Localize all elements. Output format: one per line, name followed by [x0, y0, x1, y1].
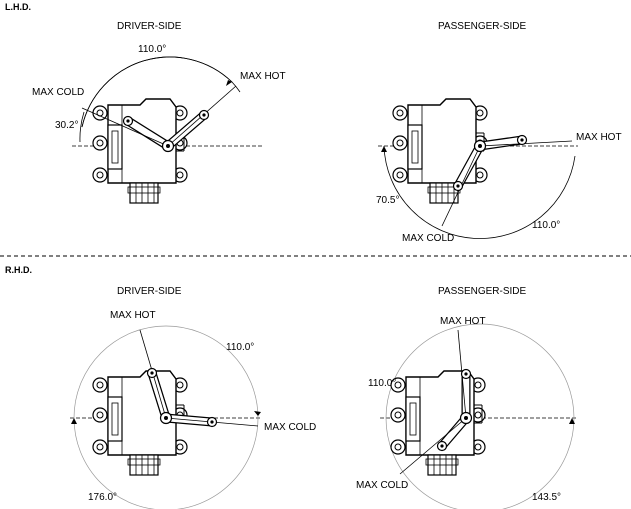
- lhd-passenger-max-hot: MAX HOT: [576, 132, 622, 143]
- lhd-passenger-angle-bottom: 110.0°: [532, 220, 561, 231]
- lhd-driver-title: DRIVER-SIDE: [117, 21, 182, 32]
- rhd-passenger-max-cold: MAX COLD: [356, 480, 409, 491]
- lhd-driver-angle-top: 110.0°: [138, 44, 167, 55]
- rhd-passenger-angle-bottom: 143.5°: [532, 492, 562, 503]
- lhd-section-label: L.H.D.: [5, 2, 31, 12]
- rhd-section-label: R.H.D.: [5, 265, 32, 275]
- rhd-passenger-max-hot: MAX HOT: [440, 316, 486, 327]
- lhd-driver-max-cold: MAX COLD: [32, 87, 85, 98]
- rhd-driver-angle-top: 110.0°: [226, 342, 255, 353]
- lhd-passenger-max-cold: MAX COLD: [402, 233, 455, 244]
- lhd-passenger-title: PASSENGER-SIDE: [438, 21, 527, 32]
- lhd-passenger-figure: [378, 98, 578, 239]
- rhd-driver-max-cold: MAX COLD: [264, 422, 317, 433]
- rhd-driver-max-hot: MAX HOT: [110, 310, 156, 321]
- lhd-driver-angle-side: 30.2°: [55, 120, 79, 131]
- rhd-driver-angle-bottom: 176.0°: [88, 492, 118, 503]
- rhd-driver-title: DRIVER-SIDE: [117, 286, 182, 297]
- rhd-passenger-figure: [380, 323, 576, 509]
- lhd-driver-max-hot: MAX HOT: [240, 71, 286, 82]
- rhd-passenger-title: PASSENGER-SIDE: [438, 286, 527, 297]
- rhd-passenger-angle-left: 110.0°: [368, 378, 397, 389]
- rhd-driver-figure: [70, 325, 262, 509]
- lhd-passenger-angle-left: 70.5°: [376, 195, 400, 206]
- lhd-driver-figure: [72, 56, 262, 204]
